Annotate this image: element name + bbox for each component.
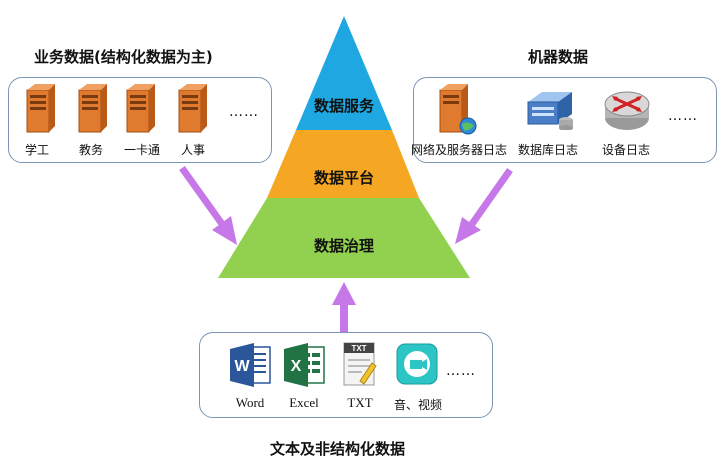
server-icon — [78, 84, 107, 133]
arrow-unstructured-to-pyramid — [332, 282, 356, 332]
svg-text:W: W — [234, 358, 250, 375]
server-icon — [126, 84, 155, 133]
machine-more: …… — [668, 108, 698, 124]
video-file-icon — [396, 343, 438, 385]
machine-data-title: 机器数据 — [528, 48, 589, 66]
unstructured-data-title: 文本及非结构化数据 — [270, 440, 406, 458]
business-more: …… — [229, 104, 259, 120]
word-icon: W — [230, 343, 271, 387]
business-data-box: …… 学工 教务 一卡通 人事 — [8, 77, 272, 163]
pyramid-layer-platform — [267, 130, 419, 198]
machine-data-box: …… 网络及服务器日志 数据库日志 设备日志 — [411, 77, 717, 163]
arrow-machine-to-pyramid — [455, 167, 513, 244]
txt-file-icon: TXT — [343, 342, 377, 386]
pyramid-layer-governance — [218, 198, 470, 278]
pyramid-label-governance: 数据治理 — [314, 237, 374, 255]
business-data-title: 业务数据(结构化数据为主) — [34, 48, 213, 66]
pyramid-layer-service — [296, 16, 392, 130]
business-item-label: 学工 — [24, 143, 49, 157]
unstructured-data-box: W X TXT …… Word Excel TXT 音、视频 — [199, 332, 493, 418]
machine-item-label: 设备日志 — [601, 143, 650, 157]
unstructured-more: …… — [446, 363, 476, 379]
business-item-label: 人事 — [180, 143, 205, 157]
svg-text:TXT: TXT — [351, 344, 366, 353]
business-item-label: 一卡通 — [123, 143, 160, 157]
excel-icon: X — [284, 343, 325, 387]
server-with-globe-icon — [439, 84, 477, 135]
server-icon — [26, 84, 55, 133]
pyramid-label-service: 数据服务 — [314, 97, 375, 115]
database-server-icon — [527, 92, 573, 130]
unstructured-item-label: TXT — [347, 395, 373, 410]
business-item-label: 教务 — [78, 143, 103, 157]
router-icon — [604, 91, 650, 130]
unstructured-item-label: 音、视频 — [393, 398, 442, 412]
machine-item-label: 网络及服务器日志 — [410, 143, 507, 157]
unstructured-item-label: Excel — [289, 395, 319, 410]
machine-item-label: 数据库日志 — [517, 143, 578, 157]
server-icon — [178, 84, 207, 133]
svg-text:X: X — [291, 358, 302, 375]
arrow-business-to-pyramid — [179, 165, 237, 245]
unstructured-item-label: Word — [235, 395, 265, 410]
pyramid-label-platform: 数据平台 — [314, 169, 374, 187]
